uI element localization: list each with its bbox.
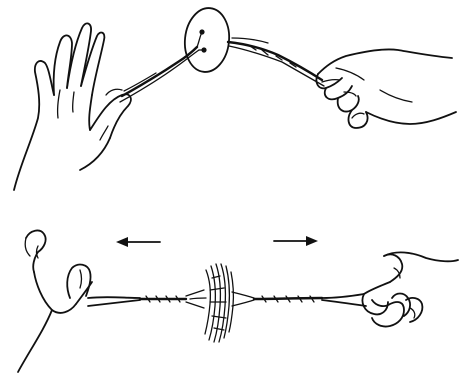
right-hand-bottom (362, 252, 458, 326)
left-hand-bottom (18, 231, 92, 372)
right-hand-top (316, 49, 456, 128)
button-disc-top (182, 6, 232, 74)
left-hand-top (14, 23, 131, 190)
arrow-right-icon (274, 236, 318, 246)
spinning-button-blur (205, 264, 233, 342)
arrow-left-icon (116, 237, 160, 247)
string-right-bottom (232, 292, 366, 306)
string-left-bottom (88, 290, 206, 308)
string-right-top (228, 38, 324, 86)
top-panel-wound-button (14, 6, 456, 190)
bottom-panel-spinning-button (18, 231, 458, 372)
